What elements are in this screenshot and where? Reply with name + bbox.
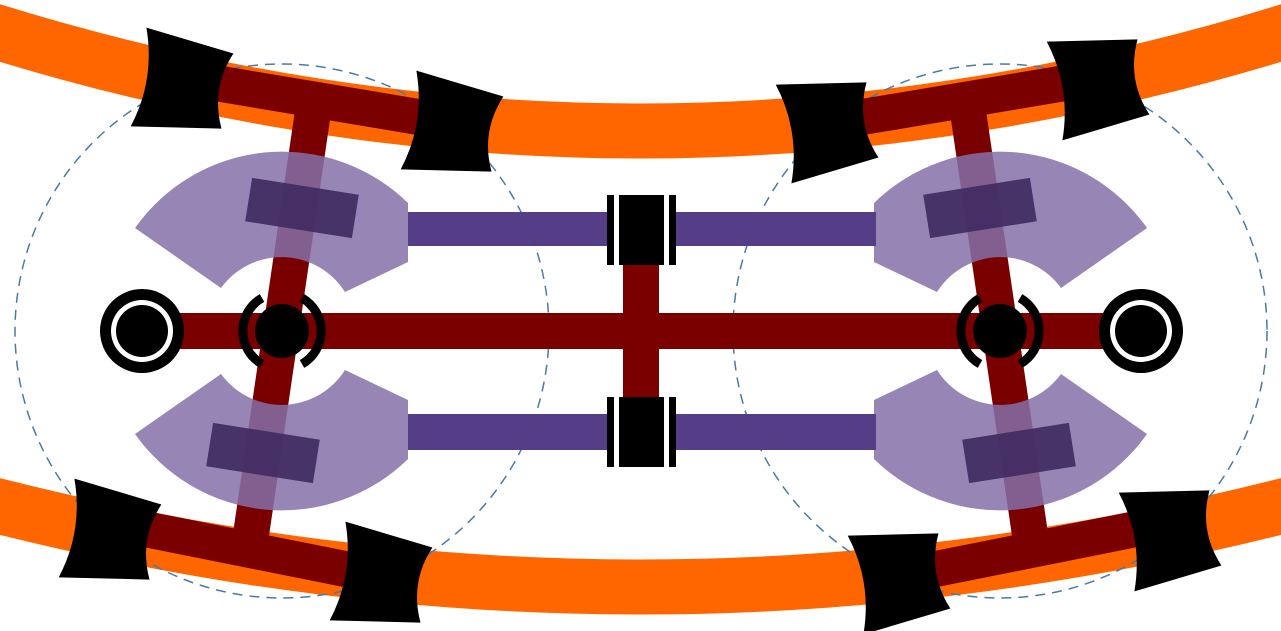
pad — [245, 177, 359, 239]
pad — [206, 422, 320, 484]
left-outer-wheel — [100, 289, 184, 373]
lower-right-link — [676, 414, 876, 450]
upper-left-link — [408, 212, 608, 246]
upper-right-link — [676, 212, 876, 246]
clamp — [400, 70, 506, 184]
left-bottom-bar — [106, 504, 394, 596]
right-bottom-bar — [887, 504, 1175, 596]
lower-left-link — [408, 414, 608, 450]
pad — [962, 422, 1076, 484]
clamp — [775, 70, 881, 184]
clamp — [1118, 478, 1224, 592]
right-joint — [956, 294, 1044, 368]
clamp — [1046, 27, 1152, 141]
clamp — [58, 478, 164, 592]
upper-coupling — [607, 195, 676, 265]
pad — [923, 177, 1037, 239]
lower-coupling — [607, 397, 676, 467]
right-outer-wheel — [1099, 289, 1183, 373]
clamp — [847, 521, 953, 631]
left-joint — [238, 294, 326, 368]
clamp — [329, 521, 435, 631]
